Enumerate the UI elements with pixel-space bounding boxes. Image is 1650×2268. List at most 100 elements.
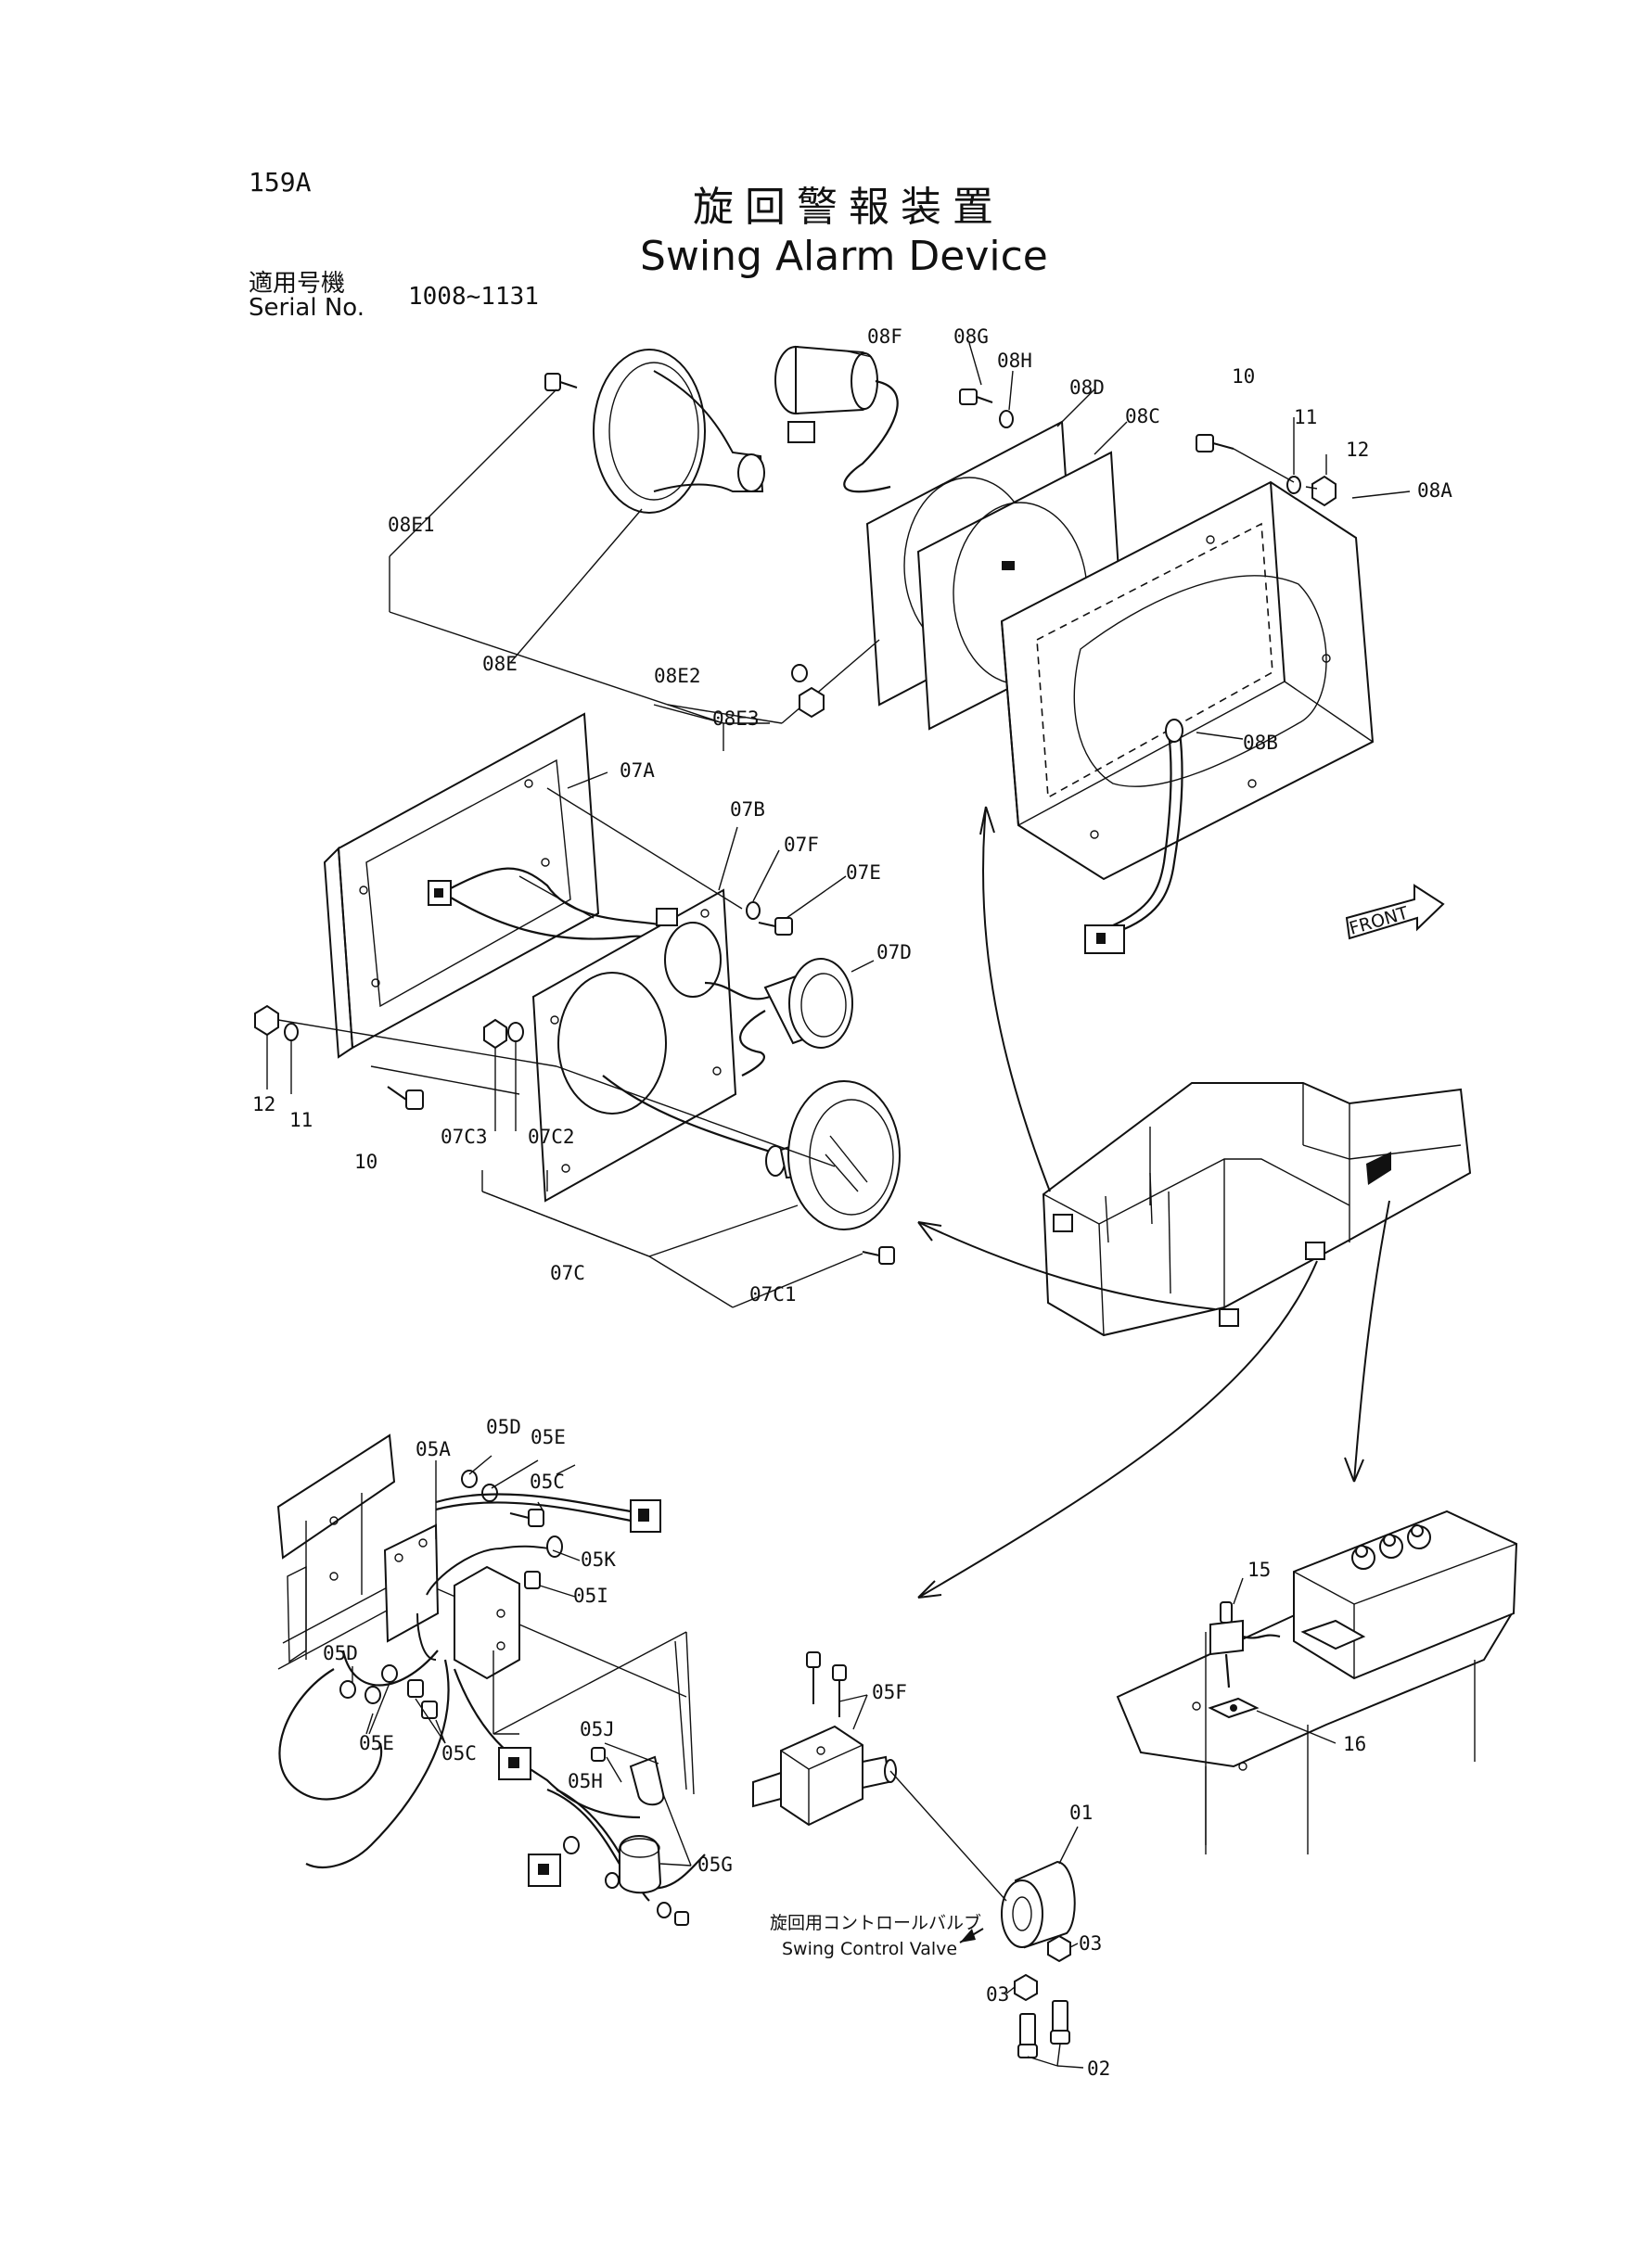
assembly-guide-lines-07 xyxy=(266,771,875,1308)
relay-05G xyxy=(619,1835,662,1894)
callout-08H: 08H xyxy=(997,350,1032,372)
bolt-05C-lower xyxy=(407,1679,438,1719)
callout-15: 15 xyxy=(1247,1559,1271,1581)
callout-08G: 08G xyxy=(953,325,989,348)
bolt-02-left xyxy=(1017,2013,1038,2058)
washer-05E-lower xyxy=(365,1686,381,1704)
alarm-box-assembly-08: 08F 08G 08H 08D 08C 10 11 12 08A 08E1 08… xyxy=(388,325,1452,954)
callout-08A: 08A xyxy=(1417,479,1452,502)
callout-05E-upper: 05E xyxy=(531,1426,566,1448)
callout-05E-lower: 05E xyxy=(359,1732,394,1754)
buzzer-08F xyxy=(774,345,899,493)
callout-11-upper: 11 xyxy=(1294,406,1317,428)
bolt-02-right xyxy=(1050,2000,1070,2045)
callout-08E2: 08E2 xyxy=(654,665,701,687)
lamp-panel-assembly-07: 07A 07B 07F 07E 07D 12 11 10 07C3 07C2 0… xyxy=(252,712,912,1308)
nut-07C3 xyxy=(483,1018,507,1050)
buzzer-07D xyxy=(704,958,853,1077)
callout-02: 02 xyxy=(1087,2058,1110,2080)
callout-05K: 05K xyxy=(581,1548,616,1571)
washer-03-right xyxy=(1047,1934,1071,1963)
nut-12-lower xyxy=(254,1004,279,1037)
nut-12-upper xyxy=(1311,475,1337,507)
front-direction-marker: FRONT xyxy=(1345,884,1445,940)
callout-08D: 08D xyxy=(1069,376,1105,399)
washer-03-left xyxy=(1014,1973,1038,2002)
callout-05G: 05G xyxy=(697,1854,733,1876)
washer-05D-lower xyxy=(339,1680,356,1699)
operator-cab-overview xyxy=(1042,1082,1472,1337)
console-switch-assembly: 15 16 xyxy=(1116,1510,1518,1854)
locator-arrows xyxy=(917,806,1390,1599)
bolt-05C-upper xyxy=(509,1509,544,1527)
washer-11-lower xyxy=(284,1023,299,1041)
callout-07F: 07F xyxy=(784,834,819,856)
pressure-switch-05F xyxy=(752,1651,897,1827)
serial-label-japanese: 適用号機 xyxy=(249,270,345,298)
screw-08E1 xyxy=(544,373,578,391)
lamp-07C xyxy=(602,1075,901,1230)
mount-bracket-frame xyxy=(276,1433,396,1560)
callout-12-upper: 12 xyxy=(1346,439,1369,461)
nut-08E3 xyxy=(799,686,825,719)
washer-05E-upper xyxy=(481,1484,498,1502)
callout-08C: 08C xyxy=(1125,405,1160,427)
callout-07C: 07C xyxy=(550,1262,585,1284)
callout-05F: 05F xyxy=(872,1681,907,1703)
washer-08E2 xyxy=(791,664,808,682)
serial-label-english: Serial No. xyxy=(249,294,365,322)
clamp-05J xyxy=(629,1755,665,1806)
callout-07A: 07A xyxy=(620,759,655,782)
callout-07D: 07D xyxy=(876,941,912,963)
bolt-10-lower xyxy=(387,1086,424,1110)
title-japanese: 旋回警報装置 xyxy=(693,184,1004,231)
bracket-16 xyxy=(1208,1697,1260,1719)
screw-07C1 xyxy=(862,1246,895,1265)
screw-07E xyxy=(758,917,793,936)
callout-08B: 08B xyxy=(1243,732,1278,754)
callout-07C3: 07C3 xyxy=(441,1126,488,1148)
bolt-10-upper xyxy=(1196,434,1234,452)
callout-05J: 05J xyxy=(580,1718,615,1740)
callout-16: 16 xyxy=(1343,1733,1366,1755)
callout-07C1: 07C1 xyxy=(749,1283,797,1306)
lamp-flange-08E xyxy=(593,349,765,514)
callout-07C2: 07C2 xyxy=(528,1126,575,1148)
ground-screw-lower xyxy=(563,1836,689,1926)
callout-05I: 05I xyxy=(573,1585,608,1607)
screw-08G xyxy=(959,389,993,405)
harness-08B xyxy=(1084,719,1183,954)
page-number: 159A xyxy=(249,167,312,197)
callout-05A: 05A xyxy=(416,1438,451,1460)
adapter-01 xyxy=(1001,1860,1076,1949)
bolt-05I xyxy=(524,1571,541,1589)
callout-08E: 08E xyxy=(482,653,518,675)
housing-08A xyxy=(1000,480,1375,881)
valve-note-english: Swing Control Valve xyxy=(782,1939,957,1959)
callout-05D-lower: 05D xyxy=(323,1642,358,1664)
assembly-guide-lines-08 xyxy=(389,342,1411,751)
callout-08F: 08F xyxy=(867,325,902,348)
washer-05D-upper xyxy=(461,1470,478,1488)
callout-03-right: 03 xyxy=(1079,1932,1102,1955)
serial-range: 1008~1131 xyxy=(408,283,539,311)
callout-08E1: 08E1 xyxy=(388,514,435,536)
callout-12-lower: 12 xyxy=(252,1093,275,1115)
title-english: Swing Alarm Device xyxy=(640,233,1048,280)
washer-08H xyxy=(999,410,1014,428)
callout-08E3: 08E3 xyxy=(712,707,760,730)
callout-05C-upper: 05C xyxy=(530,1471,565,1493)
frame-07A xyxy=(323,712,600,1059)
callout-10-lower: 10 xyxy=(354,1151,377,1173)
swing-valve-arrow xyxy=(959,1928,984,1943)
toggle-switch-15 xyxy=(1209,1601,1281,1688)
callout-05D-upper: 05D xyxy=(486,1416,521,1438)
washer-05E-lower-b xyxy=(381,1664,398,1683)
callout-07B: 07B xyxy=(730,798,765,821)
washer-07C2 xyxy=(507,1022,524,1042)
plate-07B xyxy=(531,888,737,1203)
callout-05C-lower: 05C xyxy=(441,1742,477,1765)
washer-07F xyxy=(746,901,761,920)
